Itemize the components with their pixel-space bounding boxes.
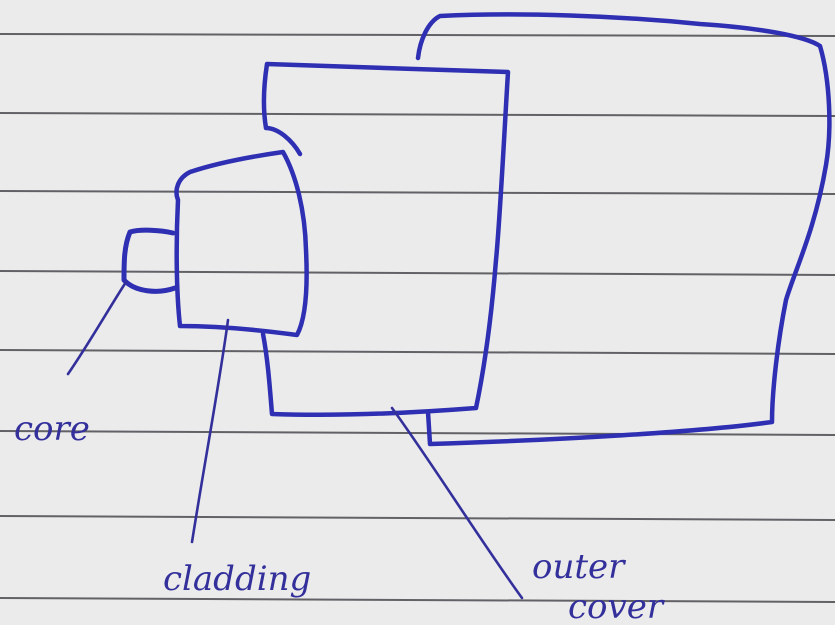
core-label: core [14,409,90,449]
outer-cover-leader-line [390,406,524,600]
ruled-line [0,430,835,436]
leader-lines [66,280,524,600]
outer-cover-label-line1: outer [532,547,626,587]
outer-cover-front [260,61,511,417]
ruled-line [0,597,835,603]
cladding-leader-line [190,318,230,544]
cladding-label: cladding [163,559,311,599]
outer-cover-label-line2: cover [568,587,665,625]
ruled-line [0,270,835,276]
ruled-line [0,33,835,37]
core-shape [121,227,178,294]
core-leader-line [66,280,128,376]
ruled-line [0,112,835,117]
ruled-line [0,515,835,521]
outer-cover-shape [415,12,832,447]
cladding-shape [174,149,309,338]
ruled-line [0,190,835,195]
ruled-line [0,349,835,355]
ruled-lines [0,33,835,603]
